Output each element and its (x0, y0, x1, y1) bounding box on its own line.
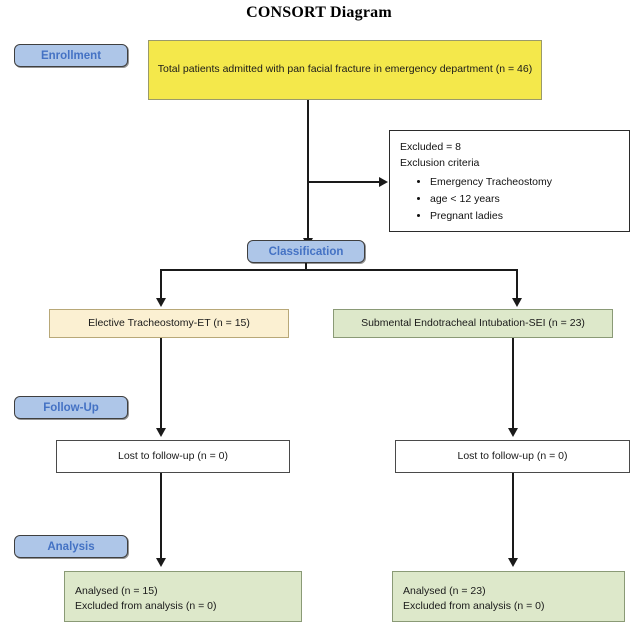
analysed-left-line2: Excluded from analysis (n = 0) (75, 600, 217, 613)
arm-box-right: Submental Endotracheal Intubation-SEI (n… (333, 309, 613, 338)
connector-lost-left-to-analysed (160, 473, 162, 561)
arrowhead-to-lost-left (156, 428, 166, 437)
connector-split-left-drop (160, 269, 162, 299)
stage-label-classification-text: Classification (268, 245, 344, 258)
connector-classification-stem (305, 263, 307, 270)
arrowhead-to-excluded (379, 177, 388, 187)
stage-label-followup: Follow-Up (14, 396, 128, 419)
excluded-box: Excluded = 8 Exclusion criteria Emergenc… (389, 130, 630, 232)
arrowhead-to-analysed-right (508, 558, 518, 567)
analysed-right-line1: Analysed (n = 23) (403, 585, 486, 597)
connector-arm-right-to-lost (512, 338, 514, 431)
arm-box-left: Elective Tracheostomy-ET (n = 15) (49, 309, 289, 338)
arrowhead-to-arm-right (512, 298, 522, 307)
connector-enrollment-to-classification (307, 100, 309, 246)
analysed-right-line2: Excluded from analysis (n = 0) (403, 600, 545, 613)
analysed-left-line1: Analysed (n = 15) (75, 585, 158, 597)
arrowhead-to-analysed-left (156, 558, 166, 567)
arm-box-right-text: Submental Endotracheal Intubation-SEI (n… (361, 316, 585, 329)
stage-label-analysis: Analysis (14, 535, 128, 558)
lost-to-followup-right-text: Lost to follow-up (n = 0) (457, 449, 568, 462)
connector-split-right-drop (516, 269, 518, 299)
lost-to-followup-box-right: Lost to follow-up (n = 0) (395, 440, 630, 473)
stage-label-classification: Classification (247, 240, 365, 263)
exclusion-criteria-list: Emergency Tracheostomy age < 12 years Pr… (400, 174, 623, 225)
arrowhead-to-arm-left (156, 298, 166, 307)
stage-label-enrollment: Enrollment (14, 44, 128, 67)
connector-to-excluded (307, 181, 379, 183)
stage-label-enrollment-text: Enrollment (40, 49, 102, 62)
exclusion-criteria-item: Emergency Tracheostomy (430, 174, 623, 190)
lost-to-followup-box-left: Lost to follow-up (n = 0) (56, 440, 290, 473)
analysed-box-left: Analysed (n = 15) Excluded from analysis… (64, 571, 302, 622)
page-title: CONSORT Diagram (246, 4, 392, 21)
arrowhead-to-lost-right (508, 428, 518, 437)
lost-to-followup-left-text: Lost to follow-up (n = 0) (117, 449, 228, 462)
exclusion-criteria-heading: Exclusion criteria (400, 157, 480, 170)
stage-label-analysis-text: Analysis (47, 540, 95, 553)
analysed-box-right: Analysed (n = 23) Excluded from analysis… (392, 571, 625, 622)
arm-box-left-text: Elective Tracheostomy-ET (n = 15) (88, 316, 250, 329)
connector-lost-right-to-analysed (512, 473, 514, 561)
excluded-count: Excluded = 8 (400, 141, 462, 153)
stage-label-followup-text: Follow-Up (43, 401, 99, 414)
connector-split-horizontal (160, 269, 517, 271)
exclusion-criteria-item: age < 12 years (430, 191, 623, 207)
enrollment-box: Total patients admitted with pan facial … (148, 40, 542, 100)
enrollment-box-text: Total patients admitted with pan facial … (157, 63, 533, 76)
connector-arm-left-to-lost (160, 338, 162, 431)
exclusion-criteria-item: Pregnant ladies (430, 208, 623, 224)
